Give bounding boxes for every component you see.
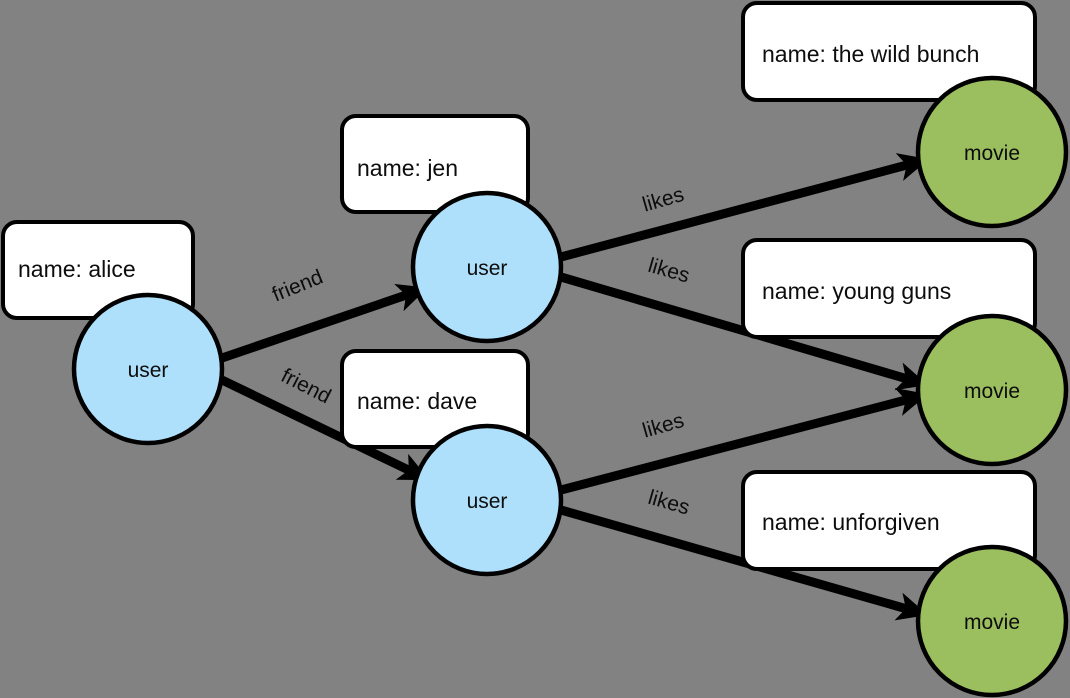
property-boxes-layer: name: alice name: jen name: dave name: t… (1, 1, 1037, 571)
node-label: user (467, 490, 508, 513)
edge-line (559, 272, 928, 391)
node-label: movie (964, 142, 1020, 165)
node-circle (410, 190, 564, 344)
edge-line (220, 283, 428, 363)
property-text: name: jen (357, 155, 458, 181)
node-circle (915, 313, 1069, 467)
node-label: movie (964, 611, 1020, 634)
property-text: name: unforgiven (762, 509, 940, 535)
node-circle (915, 544, 1069, 698)
property-text: name: dave (357, 388, 477, 414)
property-box-the-wild-bunch[interactable]: name: the wild bunch (741, 1, 1037, 102)
node-circle (915, 75, 1069, 229)
edge-line (220, 375, 430, 482)
node-label: user (128, 359, 169, 382)
node-user-alice[interactable]: user (71, 292, 225, 446)
edge-line (559, 505, 928, 621)
property-text: name: alice (18, 256, 136, 282)
property-box-unforgiven[interactable]: name: unforgiven (741, 470, 1037, 571)
node-movie-young-guns[interactable]: movie (915, 313, 1069, 467)
node-movie-unforgiven[interactable]: movie (915, 544, 1069, 698)
property-box-jen[interactable]: name: jen (340, 114, 530, 214)
node-movie-the-wild-bunch[interactable]: movie (915, 75, 1069, 229)
property-box-rect (741, 238, 1037, 339)
nodes-layer: user user user movie movie movie (71, 75, 1069, 698)
node-user-dave[interactable]: user (410, 423, 564, 577)
node-circle (410, 423, 564, 577)
node-label: user (467, 257, 508, 280)
edge-line (559, 153, 929, 262)
node-circle (71, 292, 225, 446)
property-text: name: the wild bunch (762, 41, 979, 67)
edge-line (559, 387, 928, 495)
property-box-rect (741, 470, 1037, 571)
property-text: name: young guns (762, 278, 951, 304)
property-box-dave[interactable]: name: dave (340, 349, 530, 449)
node-label: movie (964, 380, 1020, 403)
property-box-young-guns[interactable]: name: young guns (741, 238, 1037, 339)
node-user-jen[interactable]: user (410, 190, 564, 344)
property-box-rect (741, 1, 1037, 102)
